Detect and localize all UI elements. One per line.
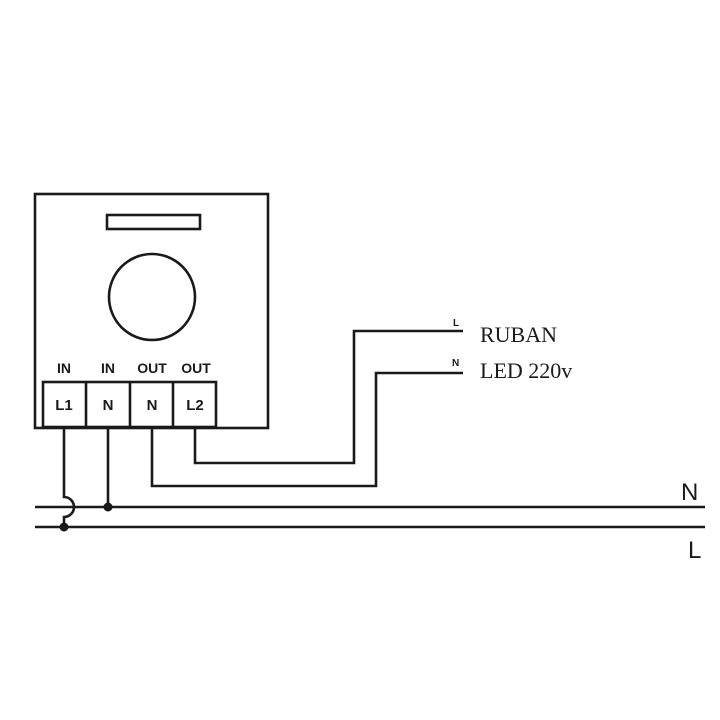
terminal-label-n-in: N: [103, 397, 114, 414]
terminal-label-l2: L2: [186, 397, 204, 414]
mains-live-label: L: [688, 537, 701, 564]
junction-dot-live: [59, 522, 69, 532]
terminal-io-label: IN: [101, 360, 115, 376]
dimmer-display-slot: [105, 213, 202, 231]
wire-l2-to-led: [193, 329, 463, 465]
terminal-label-l1: L1: [55, 397, 73, 414]
wire-l1-to-live: [62, 427, 76, 527]
junction-dot-neutral: [103, 502, 113, 512]
wire-n-out-to-led: [150, 371, 463, 488]
dimmer-knob: [107, 252, 197, 342]
led-label-line1: RUBAN: [480, 322, 557, 347]
terminal-io-label: OUT: [137, 360, 167, 376]
led-label-line2: LED 220v: [480, 358, 572, 383]
led-wire-n-tag: N: [452, 358, 459, 369]
terminal-io-label: IN: [57, 360, 71, 376]
terminal-label-n-out: N: [147, 397, 158, 414]
terminal-io-label: OUT: [181, 360, 211, 376]
led-wire-l-tag: L: [453, 318, 459, 329]
mains-neutral-label: N: [681, 479, 698, 506]
